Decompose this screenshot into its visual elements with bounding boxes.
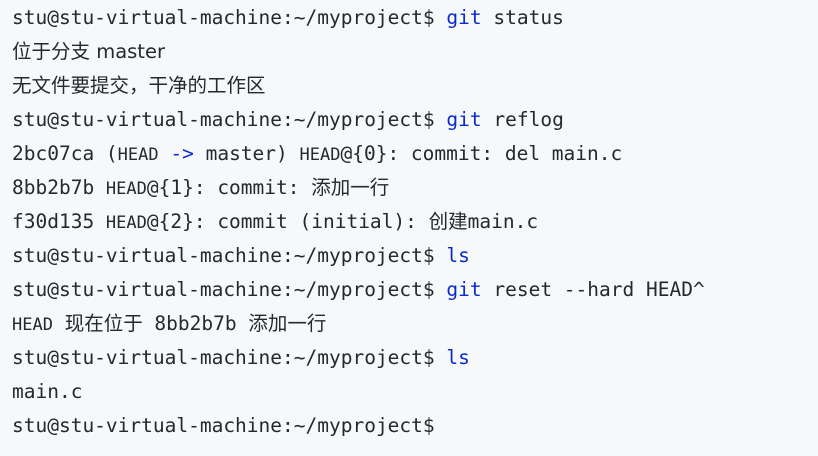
output-text: @{1}: commit: 添加一行: [146, 176, 390, 199]
head-ref: HEAD: [299, 145, 341, 165]
command: ls: [446, 346, 470, 369]
output-text: [159, 142, 171, 165]
command-line: stu@stu-virtual-machine:~/myproject$ ls: [12, 341, 818, 375]
output-line: 2bc07ca (HEAD -> master) HEAD@{0}: commi…: [12, 137, 818, 171]
arrow-symbol: ->: [170, 142, 194, 165]
output-line: main.c: [12, 375, 818, 409]
prompt: stu@stu-virtual-machine:~/myproject$: [12, 414, 435, 437]
output-text: f30d135: [12, 210, 106, 233]
output-text: master): [193, 142, 300, 165]
command: ls: [446, 244, 470, 267]
prompt: stu@stu-virtual-machine:~/myproject$: [12, 244, 435, 267]
command-args: reset --hard HEAD^: [481, 278, 705, 301]
output-line: HEAD 现在位于 8bb2b7b 添加一行: [12, 307, 818, 341]
head-ref: HEAD: [117, 145, 159, 165]
prompt-line[interactable]: stu@stu-virtual-machine:~/myproject$: [12, 409, 818, 443]
command-line: stu@stu-virtual-machine:~/myproject$ ls: [12, 239, 818, 273]
command: git: [446, 6, 482, 29]
command-line: stu@stu-virtual-machine:~/myproject$ git…: [12, 1, 818, 35]
command: git: [446, 108, 482, 131]
output-line: 位于分支 master: [12, 35, 818, 69]
prompt: stu@stu-virtual-machine:~/myproject$: [12, 6, 435, 29]
command-args: reflog: [481, 108, 564, 131]
output-text: main.c: [12, 380, 83, 403]
output-line: 无文件要提交，干净的工作区: [12, 69, 818, 103]
output-text: @{2}: commit (initial): 创建main.c: [146, 210, 539, 233]
command: git: [446, 278, 482, 301]
output-text: 现在位于 8bb2b7b 添加一行: [52, 312, 327, 335]
output-text: 位于分支 master: [12, 40, 165, 63]
head-ref: HEAD: [105, 179, 147, 199]
output-text: 8bb2b7b: [12, 176, 106, 199]
head-ref: HEAD: [12, 315, 53, 335]
head-ref: HEAD: [105, 213, 147, 233]
output-text: @{0}: commit: del main.c: [340, 142, 623, 165]
output-line: f30d135 HEAD@{2}: commit (initial): 创建ma…: [12, 205, 818, 239]
command-args: status: [481, 6, 564, 29]
command-line: stu@stu-virtual-machine:~/myproject$ git…: [12, 103, 818, 137]
prompt: stu@stu-virtual-machine:~/myproject$: [12, 346, 435, 369]
command-line: stu@stu-virtual-machine:~/myproject$ git…: [12, 273, 818, 307]
prompt: stu@stu-virtual-machine:~/myproject$: [12, 108, 435, 131]
output-text: 无文件要提交，干净的工作区: [12, 74, 266, 97]
output-text: 2bc07ca (: [12, 142, 118, 165]
output-line: 8bb2b7b HEAD@{1}: commit: 添加一行: [12, 171, 818, 205]
prompt: stu@stu-virtual-machine:~/myproject$: [12, 278, 435, 301]
